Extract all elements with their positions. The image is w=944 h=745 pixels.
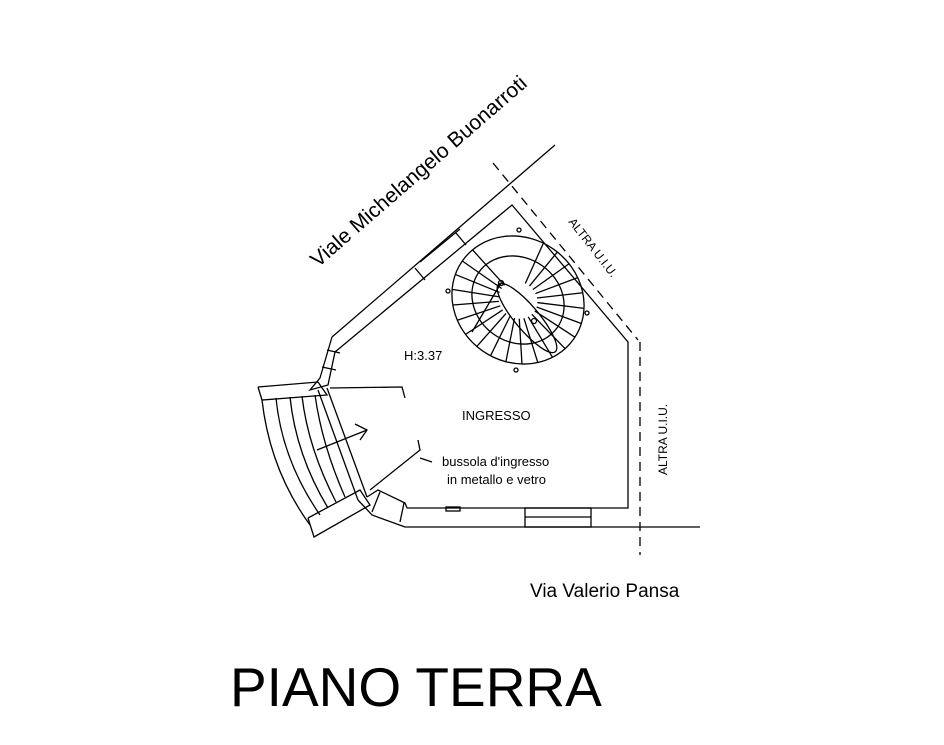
spiral-staircase (445, 227, 590, 373)
room-height: H:3.37 (404, 348, 442, 363)
stair-tread (461, 260, 502, 290)
street-line-north (331, 144, 556, 338)
street-north-label: Viale Michelangelo Buonarroti (306, 72, 531, 272)
stair-tread (452, 288, 499, 298)
stair-tread (518, 318, 523, 365)
neighbor-e-label: ALTRA U.I.U. (656, 404, 670, 475)
stair-tread (489, 315, 511, 357)
stair-tread (531, 313, 566, 350)
stair-tread (532, 263, 570, 291)
room-name: INGRESSO (462, 408, 531, 423)
stair-tread (536, 292, 583, 299)
stair-tread (457, 305, 501, 321)
stair-tread (524, 242, 544, 284)
stair-tread (465, 309, 504, 335)
entrance-steps (257, 381, 371, 538)
stair-tread (505, 317, 516, 362)
stair-tread (534, 310, 576, 338)
stair-tread (536, 306, 582, 325)
stair-tread (537, 301, 585, 310)
stair-tread (535, 276, 578, 295)
stair-tread (528, 251, 558, 287)
note-line1: bussola d'ingresso (442, 454, 549, 469)
stair-tread (523, 318, 539, 363)
stair-tread (476, 313, 507, 347)
stair-tread (455, 273, 500, 294)
note-line2: in metallo e vetro (447, 472, 546, 487)
street-south-label: Via Valerio Pansa (530, 581, 680, 602)
plan-title: PIANO TERRA (230, 656, 602, 718)
stair-tread (452, 300, 499, 306)
boundary-ne (492, 162, 639, 341)
stair-tread (472, 249, 506, 286)
